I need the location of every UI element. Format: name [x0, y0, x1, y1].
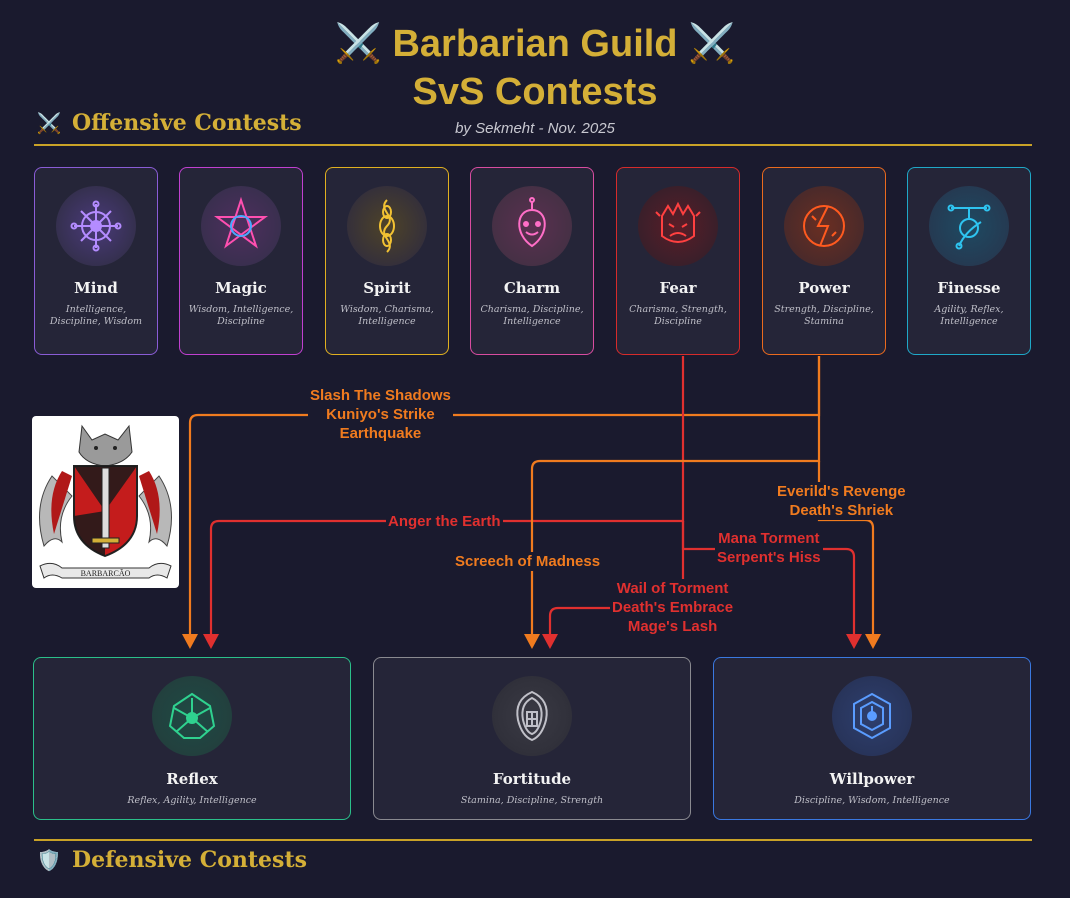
- contest-name: Finesse: [937, 279, 1001, 297]
- guild-crest-image: BARBARCÃO: [32, 416, 179, 588]
- spirit-icon: [347, 186, 427, 266]
- arrowhead: [846, 634, 862, 649]
- reflex-icon: [152, 676, 232, 756]
- contest-card-magic: Magic Wisdom, Intelligence, Discipline: [179, 167, 303, 355]
- divider: [34, 839, 1032, 841]
- offensive-section-label: Offensive Contests: [72, 110, 302, 136]
- fear-icon: [638, 186, 718, 266]
- contest-stats: Wisdom, Charisma, Intelligence: [340, 304, 434, 327]
- arrowhead: [524, 634, 540, 649]
- contest-card-finesse: Finesse Agility, Reflex, Intelligence: [907, 167, 1031, 355]
- contest-name: Charm: [503, 279, 561, 297]
- edge-fear-fortitude: [548, 521, 685, 636]
- edge-power-fortitude: [530, 356, 821, 636]
- contest-stats: Wisdom, Intelligence, Discipline: [188, 304, 294, 327]
- arrowhead: [203, 634, 219, 649]
- edge-power-reflex: [188, 356, 821, 636]
- edge-label-fear-reflex: Anger the Earth: [386, 512, 503, 531]
- contest-stats: Charisma, Discipline, Intelligence: [480, 304, 584, 327]
- contest-stats: Charisma, Strength, Discipline: [629, 304, 727, 327]
- charm-icon: [492, 186, 572, 266]
- offensive-section-heading: ⚔️ Offensive Contests: [36, 110, 302, 136]
- contest-card-mind: Mind Intelligence, Discipline, Wisdom: [34, 167, 158, 355]
- contest-card-willpower: Willpower Discipline, Wisdom, Intelligen…: [713, 657, 1031, 820]
- arrowhead: [865, 634, 881, 649]
- contest-card-reflex: Reflex Reflex, Agility, Intelligence: [33, 657, 351, 820]
- power-icon: [784, 186, 864, 266]
- pentagram-icon: [201, 186, 281, 266]
- contest-name: Spirit: [363, 279, 411, 297]
- contest-name: Magic: [215, 279, 267, 297]
- edge-fear-reflex: [209, 356, 685, 636]
- contest-stats: Agility, Reflex, Intelligence: [934, 304, 1004, 327]
- fortitude-icon: [492, 676, 572, 756]
- contest-stats: Strength, Discipline, Stamina: [774, 304, 874, 327]
- contest-card-fortitude: Fortitude Stamina, Discipline, Strength: [373, 657, 691, 820]
- contest-stats: Discipline, Wisdom, Intelligence: [794, 795, 950, 806]
- arrowhead: [182, 634, 198, 649]
- page-title: ⚔️ Barbarian Guild ⚔️: [334, 23, 736, 65]
- crossed-swords-icon: ⚔️: [36, 111, 62, 135]
- contest-stats: Reflex, Agility, Intelligence: [127, 795, 257, 806]
- contest-stats: Stamina, Discipline, Strength: [460, 795, 604, 806]
- contest-name: Power: [798, 279, 850, 297]
- mind-icon: [56, 186, 136, 266]
- finesse-icon: [929, 186, 1009, 266]
- edge-label-fear-willpower: Mana Torment Serpent's Hiss: [715, 529, 823, 567]
- page-subtitle: SvS Contests: [412, 71, 658, 113]
- contest-stats: Intelligence, Discipline, Wisdom: [49, 304, 143, 327]
- edge-label-fear-fortitude: Wail of Torment Death's Embrace Mage's L…: [610, 579, 736, 636]
- edge-fear-willpower: [681, 521, 856, 636]
- willpower-icon: [832, 676, 912, 756]
- contest-name: Reflex: [166, 770, 218, 788]
- byline: by Sekmeht - Nov. 2025: [455, 120, 615, 137]
- edge-label-power-willpower: Everild's Revenge Death's Shriek: [775, 482, 908, 520]
- defensive-section-heading: 🛡️ Defensive Contests: [36, 847, 307, 873]
- contest-name: Willpower: [829, 770, 915, 788]
- contest-name: Fear: [659, 279, 697, 297]
- contest-card-spirit: Spirit Wisdom, Charisma, Intelligence: [325, 167, 449, 355]
- shield-icon: 🛡️: [36, 848, 62, 872]
- edge-label-power-fortitude: Screech of Madness: [453, 552, 603, 571]
- edge-power-willpower: [817, 461, 875, 636]
- contest-name: Mind: [74, 279, 118, 297]
- defensive-section-label: Defensive Contests: [72, 847, 307, 873]
- contest-card-fear: Fear Charisma, Strength, Discipline: [616, 167, 740, 355]
- contest-name: Fortitude: [492, 770, 572, 788]
- divider: [34, 144, 1032, 146]
- arrowhead: [542, 634, 558, 649]
- contest-card-charm: Charm Charisma, Discipline, Intelligence: [470, 167, 594, 355]
- edge-label-power-reflex: Slash The Shadows Kuniyo's Strike Earthq…: [308, 386, 453, 443]
- contest-card-power: Power Strength, Discipline, Stamina: [762, 167, 886, 355]
- crest-motto: BARBARCÃO: [81, 568, 131, 578]
